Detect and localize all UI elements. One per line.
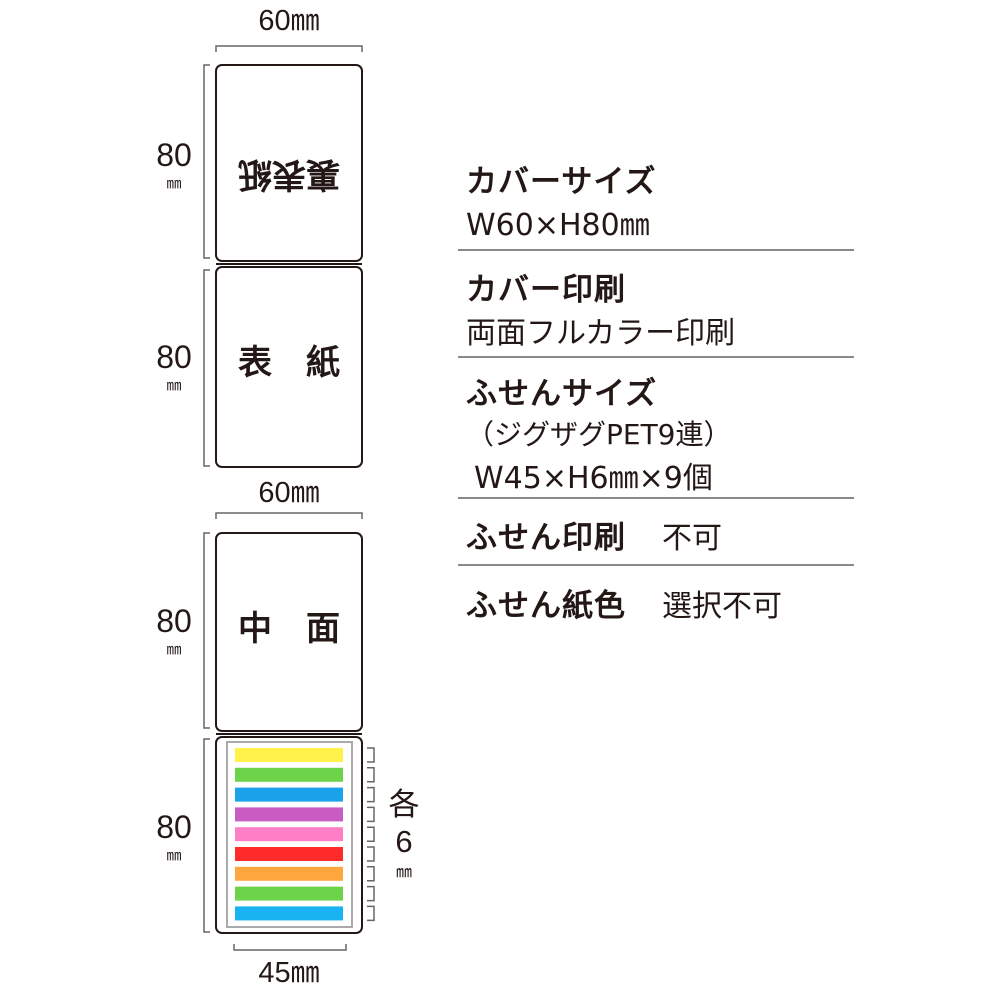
width-bracket-mid xyxy=(215,512,363,519)
cover-front-label: 表 紙 xyxy=(238,344,340,382)
height-bracket-4 xyxy=(203,738,210,933)
strip-bracket xyxy=(367,786,375,803)
sticky-color-title: ふせん紙色 xyxy=(466,588,626,624)
cover-print-title: カバー印刷 xyxy=(466,272,626,308)
cover-size-title: カバーサイズ xyxy=(466,164,657,200)
sticky-strip xyxy=(235,906,343,921)
divider-2 xyxy=(458,356,854,358)
divider-1 xyxy=(458,249,854,251)
height-label-4: 80 xyxy=(156,809,192,845)
sticky-print-value: 不可 xyxy=(662,521,722,556)
width-label-bottom: 45㎜ xyxy=(258,957,319,989)
strip-brackets xyxy=(367,747,375,922)
strip-bracket xyxy=(367,747,375,763)
sticky-strip xyxy=(235,827,343,842)
each-label: 各 xyxy=(389,787,420,822)
strip-bracket xyxy=(367,866,375,882)
sticky-strip xyxy=(235,886,343,901)
sticky-size-title: ふせんサイズ xyxy=(466,376,658,412)
height-label-3: 80 xyxy=(156,603,192,639)
height-unit-1: ㎜ xyxy=(166,175,181,192)
divider-4 xyxy=(458,564,854,566)
strip-bracket xyxy=(367,806,375,823)
height-unit-3: ㎜ xyxy=(166,641,181,658)
cover-back-panel xyxy=(215,64,363,262)
height-bracket-2 xyxy=(203,269,210,467)
strip-bracket xyxy=(367,826,375,842)
sticky-strip xyxy=(235,847,343,861)
sticky-area-border xyxy=(226,741,353,928)
height-bracket-3 xyxy=(203,532,210,729)
height-label-1: 80 xyxy=(156,137,192,173)
height-unit-2: ㎜ xyxy=(166,377,181,394)
sticky-strip xyxy=(235,866,343,881)
sticky-strip xyxy=(235,787,343,802)
sticky-color-row: ふせん紙色 選択不可 xyxy=(466,580,866,625)
sticky-strip xyxy=(235,807,343,822)
height-unit-4: ㎜ xyxy=(166,847,181,864)
sticky-color-value: 選択不可 xyxy=(662,589,782,624)
width-label-top: 60㎜ xyxy=(258,5,319,37)
sticky-size-value: W45×H6㎜×9個 xyxy=(474,461,713,496)
each-value: 6 xyxy=(395,824,412,859)
width-label-mid: 60㎜ xyxy=(258,477,319,509)
sticky-print-row: ふせん印刷 不可 xyxy=(466,512,866,557)
width-bracket-bottom xyxy=(233,944,347,951)
sticky-print-title: ふせん印刷 xyxy=(466,520,626,556)
strip-bracket xyxy=(367,885,375,902)
strip-bracket xyxy=(367,905,375,922)
sticky-strip xyxy=(235,767,343,782)
sticky-size-note: （ジグザグPET9連） xyxy=(466,418,732,451)
sticky-strips xyxy=(235,748,343,921)
cover-print-value: 両面フルカラー印刷 xyxy=(466,316,736,351)
cover-front-panel xyxy=(215,266,363,468)
height-label-2: 80 xyxy=(156,339,192,375)
strip-bracket xyxy=(367,846,375,862)
inner-panel xyxy=(215,532,363,732)
each-unit: ㎜ xyxy=(396,864,412,881)
sticky-strip xyxy=(235,748,343,762)
cover-back-label: 裏表紙 xyxy=(238,155,340,193)
inner-label: 中 面 xyxy=(238,610,340,648)
cover-size-value: W60×H80㎜ xyxy=(466,208,650,243)
height-bracket-1 xyxy=(203,64,210,259)
strip-bracket xyxy=(367,767,375,783)
divider-3 xyxy=(458,497,854,499)
width-bracket-top xyxy=(215,45,363,52)
